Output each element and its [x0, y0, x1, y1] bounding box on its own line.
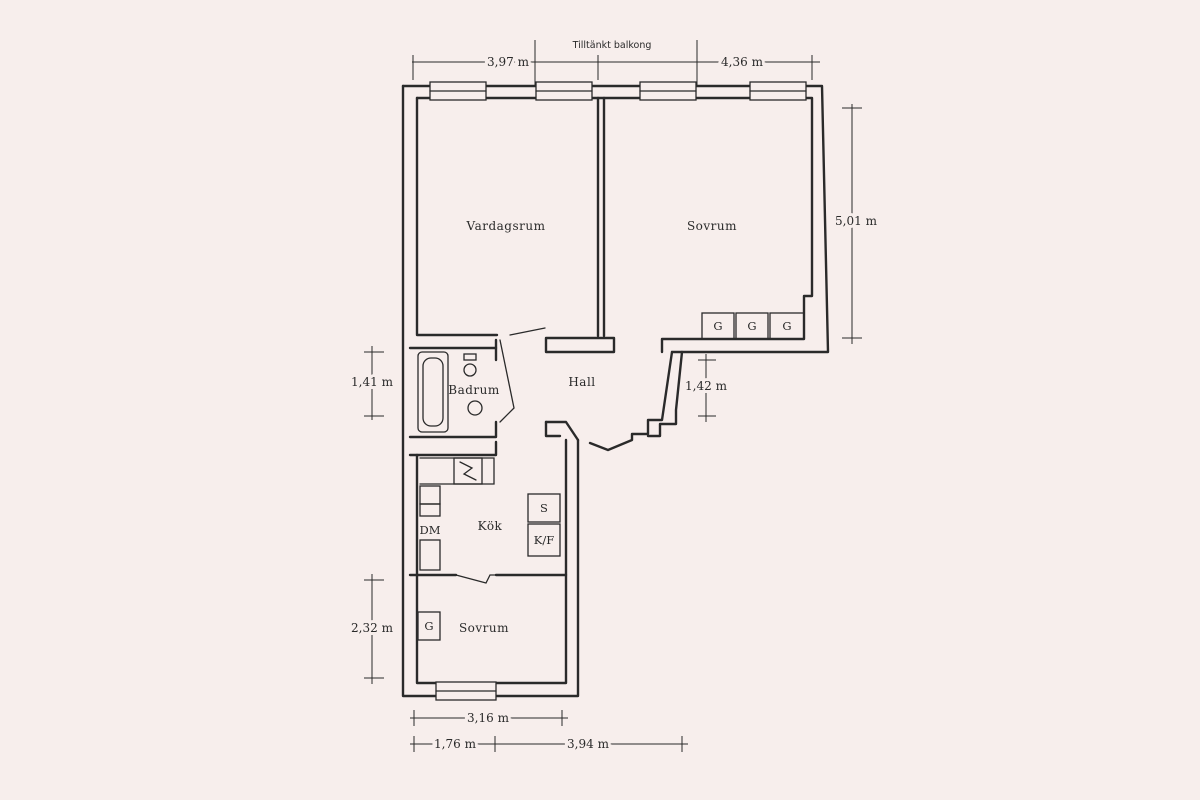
room-label-vardagsrum: Vardagsrum: [466, 219, 546, 233]
dim-bath: 1,41 m: [351, 375, 394, 389]
dimension-lines: [364, 40, 862, 752]
dim-small-bedroom-w: 3,16 m: [467, 711, 510, 725]
dim-bottom-left: 1,76 m: [434, 737, 477, 751]
dim-right: 5,01 m: [835, 214, 878, 228]
dim-small-bedroom-h: 2,32 m: [351, 621, 394, 635]
room-label-sovrum-small: Sovrum: [459, 621, 509, 635]
dim-hall: 1,42 m: [685, 379, 728, 393]
dim-bottom-right: 3,94 m: [567, 737, 610, 751]
stove-icon: [453, 457, 483, 485]
wardrobe-label-small: G: [424, 619, 433, 633]
stove-label: S: [540, 501, 548, 515]
dim-top-left: 3,97 m: [487, 55, 530, 69]
balcony-note: Tilltänkt balkong: [572, 40, 652, 51]
toilet-icon: [463, 363, 477, 377]
room-label-badrum: Badrum: [448, 383, 500, 397]
interior-walls: [408, 81, 807, 701]
dim-top-right: 4,36 m: [721, 55, 764, 69]
wardrobe-label-2: G: [747, 319, 756, 333]
room-label-sovrum-main: Sovrum: [687, 219, 737, 233]
bathtub-icon: [417, 351, 449, 433]
room-label-kok: Kök: [478, 519, 503, 533]
kitchen-fixtures: [419, 457, 561, 571]
sink-icon: [467, 400, 483, 416]
wardrobe-label-3: G: [782, 319, 791, 333]
room-label-hall: Hall: [568, 375, 595, 389]
dishwasher-label: DM: [420, 523, 441, 537]
fridge-freezer-label: K/F: [534, 533, 554, 547]
wardrobes: [417, 312, 805, 641]
wardrobe-label-1: G: [713, 319, 722, 333]
bathroom-fixtures: [417, 351, 483, 433]
